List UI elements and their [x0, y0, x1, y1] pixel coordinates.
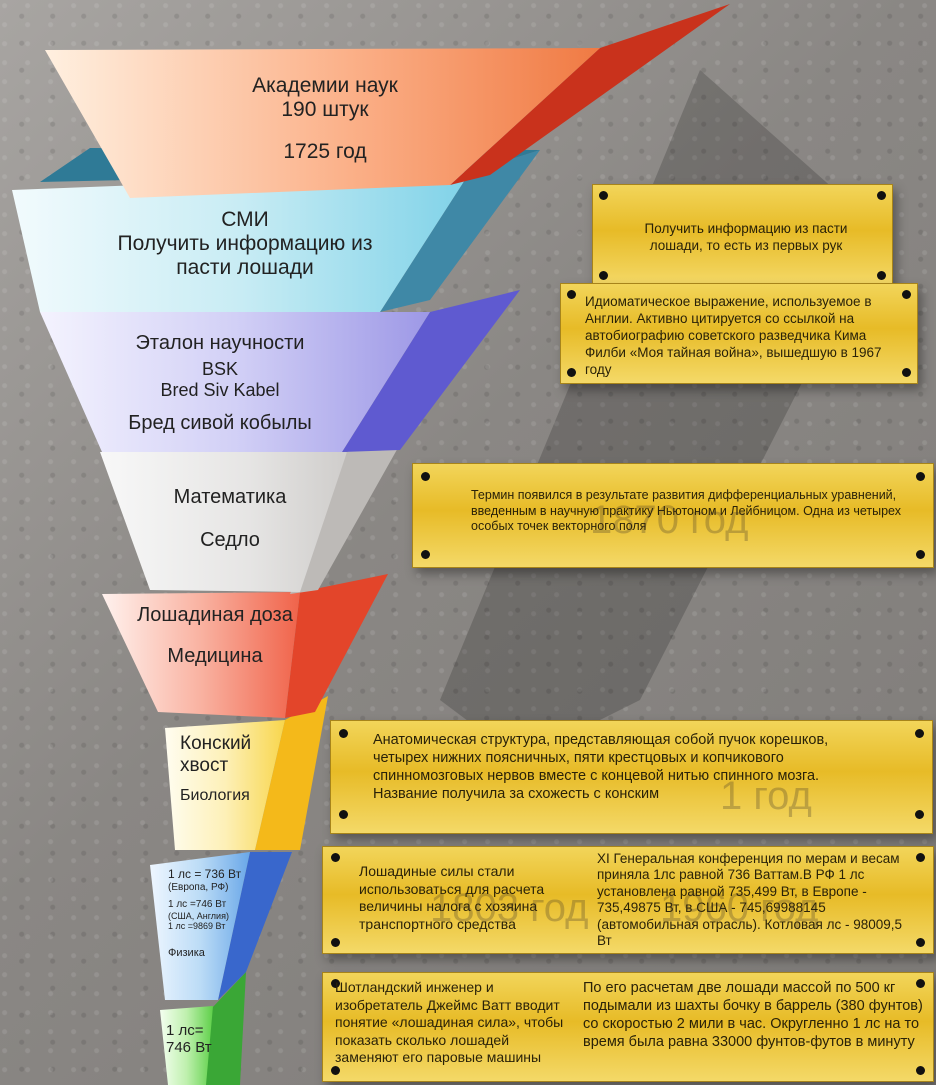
plaque-screw-dot [916, 938, 925, 947]
plaque-screw-dot [339, 810, 348, 819]
academies-count: 190 штук [281, 98, 369, 122]
physics-boiler: 1 лс =9869 Вт [168, 921, 226, 932]
plaque-watt-left-text: Шотландский инженер и изобретатель Джейм… [335, 979, 564, 1065]
plaque-screw-dot [421, 472, 430, 481]
biology-side [255, 696, 328, 850]
biology-label: Конский хвост Биология [180, 733, 260, 805]
plaque-screw-dot [567, 290, 576, 299]
academies-title: Академии наук [252, 74, 398, 97]
physics-eu: 1 лс = 736 Вт [168, 867, 242, 881]
science-abbr: BSK [201, 359, 239, 379]
plaque-screw-dot [331, 853, 340, 862]
plaque-physics-left-text: Лошадиные силы стали использоваться для … [359, 863, 545, 932]
media-side [380, 150, 540, 312]
plaque-screw-dot [331, 979, 340, 988]
biology-front [165, 720, 285, 850]
plaque-screw-dot [916, 472, 925, 481]
biology-title: Биология [180, 786, 250, 804]
plaque-physics: Лошадиные силы стали использоваться для … [322, 846, 934, 954]
tip-line2: 746 Вт [166, 1039, 212, 1057]
science-phrase: Бред сивой кобылы [128, 412, 312, 435]
medicine-label: Лошадиная доза Медицина [120, 604, 310, 668]
plaque-screw-dot [567, 368, 576, 377]
physics-front [150, 852, 250, 1000]
plaque-biology-text: Анатомическая структура, представляющая … [373, 732, 829, 803]
science-label: Эталон научности BSK Bred Siv Kabel Бред… [110, 332, 330, 435]
plaque-media-top: Получить информацию из пасти лошади, то … [592, 184, 893, 287]
math-side [290, 430, 408, 594]
plaque-math: Термин появился в результате развития ди… [412, 463, 934, 568]
plaque-screw-dot [599, 271, 608, 280]
media-line3: пасти лошади [176, 256, 314, 280]
plaque-screw-dot [916, 1066, 925, 1075]
plaque-media-bottom-text: Идиоматическое выражение, используемое в… [585, 294, 882, 377]
medicine-side [285, 574, 388, 718]
plaque-biology: Анатомическая структура, представляющая … [330, 720, 933, 834]
physics-title: Физика [168, 947, 205, 960]
plaque-screw-dot [877, 191, 886, 200]
media-line2: Получить информацию из [117, 232, 373, 256]
plaque-screw-dot [902, 290, 911, 299]
math-label: Математика Седло [160, 486, 300, 552]
plaque-screw-dot [916, 550, 925, 559]
plaque-physics-right-text: XI Генеральная конференция по мерам и ве… [597, 851, 902, 949]
physics-us-note: (США, Англия) [168, 910, 229, 921]
biology-line1: Конский [180, 733, 252, 754]
physics-eu-note: (Европа, РФ) [168, 881, 229, 893]
math-front [100, 452, 347, 592]
plaque-screw-dot [902, 368, 911, 377]
science-front [40, 312, 430, 452]
plaque-screw-dot [421, 550, 430, 559]
plaque-screw-dot [877, 271, 886, 280]
academies-front [45, 48, 600, 198]
plaque-screw-dot [915, 729, 924, 738]
tip-line1: 1 лс= [166, 1022, 204, 1039]
science-title: Эталон научности [135, 332, 305, 354]
plaque-screw-dot [916, 853, 925, 862]
math-title: Математика [173, 486, 287, 508]
media-front [12, 172, 470, 312]
medicine-title: Медицина [167, 645, 263, 667]
media-label: СМИ Получить информацию из пасти лошади [80, 208, 410, 280]
science-latin: Bred Siv Kabel [160, 379, 280, 400]
medicine-phrase: Лошадиная доза [137, 604, 293, 626]
biology-line2: хвост [180, 754, 229, 776]
plaque-screw-dot [599, 191, 608, 200]
academies-year: 1725 год [283, 140, 367, 164]
physics-label: 1 лс = 736 Вт (Европа, РФ) 1 лс =746 Вт … [168, 867, 248, 960]
plaque-screw-dot [339, 729, 348, 738]
tip-front [160, 1006, 213, 1085]
plaque-screw-dot [331, 938, 340, 947]
academies-side [450, 4, 730, 185]
academies-label: Академии наук 190 штук 1725 год [210, 74, 440, 164]
plaque-media-bottom: Идиоматическое выражение, используемое в… [560, 283, 918, 384]
tip-side [205, 972, 246, 1085]
plaque-watt-right-text: По его расчетам две лошади массой по 500… [583, 980, 923, 1051]
plaque-math-text: Термин появился в результате развития ди… [471, 488, 901, 534]
physics-us: 1 лс =746 Вт [168, 899, 227, 911]
physics-side [218, 852, 292, 1000]
media-title: СМИ [221, 208, 269, 231]
medicine-front [102, 592, 300, 718]
plaque-screw-dot [915, 810, 924, 819]
plaque-screw-dot [331, 1066, 340, 1075]
plaque-screw-dot [916, 979, 925, 988]
tip-label: 1 лс= 746 Вт [166, 1022, 226, 1057]
plaque-watt: Шотландский инженер и изобретатель Джейм… [322, 972, 934, 1082]
science-side [342, 290, 520, 452]
math-term: Седло [200, 529, 260, 551]
plaque-media-top-text: Получить информацию из пасти лошади, то … [644, 221, 848, 253]
